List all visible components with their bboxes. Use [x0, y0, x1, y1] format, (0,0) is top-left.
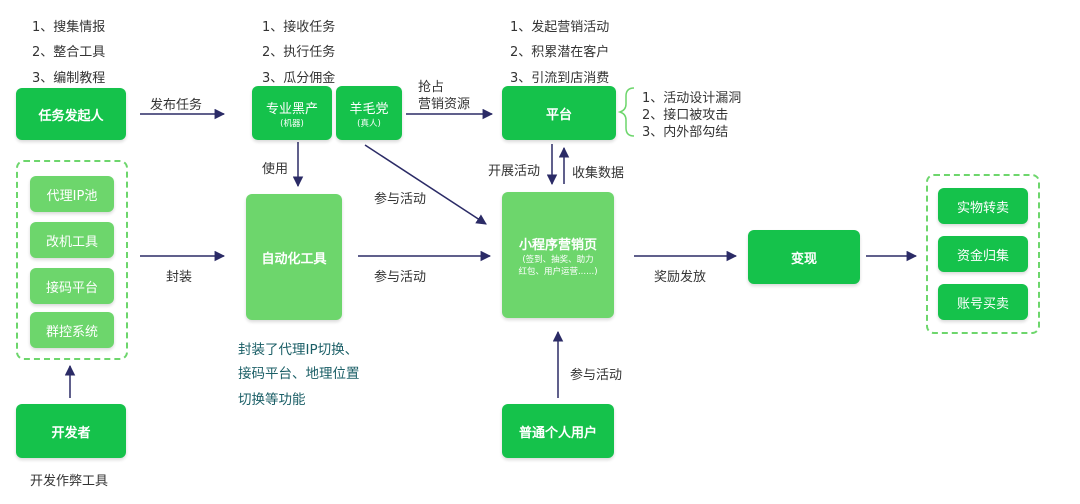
- tool-device-modifier-label: 改机工具: [45, 234, 98, 250]
- platform-label: 平台: [545, 107, 572, 123]
- initiator-note-3: 3、编制教程: [32, 71, 106, 86]
- pro-blackhat-node: 专业黑产 (机器): [252, 86, 332, 140]
- edge-label-grab-1: 抢占: [418, 80, 445, 95]
- edge-label-collect: 收集数据: [572, 166, 625, 181]
- edge-label-launch: 开展活动: [488, 164, 541, 179]
- weakness-brace: [617, 87, 635, 137]
- platform-note-2: 2、积累潜在客户: [510, 45, 610, 60]
- wool-party-node: 羊毛党 (真人): [336, 86, 402, 140]
- workers-note-2: 2、执行任务: [262, 45, 336, 60]
- miniapp-label: 小程序营销页: [518, 237, 597, 253]
- platform-note-1: 1、发起营销活动: [510, 20, 610, 35]
- workers-note-1: 1、接收任务: [262, 20, 336, 35]
- initiator-note-2: 2、整合工具: [32, 45, 106, 60]
- automation-desc-3: 切换等功能: [238, 392, 306, 408]
- tool-proxy-ip-pool: 代理IP池: [30, 176, 114, 212]
- automation-desc-2: 接码平台、地理位置: [238, 366, 360, 382]
- cashout-node: 变现: [748, 230, 860, 284]
- pro-blackhat-sub: (机器): [280, 118, 304, 129]
- platform-weakness-2: 2、接口被攻击: [642, 108, 729, 123]
- edge-label-use: 使用: [262, 162, 289, 177]
- wool-party-label: 羊毛党: [349, 101, 389, 117]
- tool-group-control-label: 群控系统: [45, 324, 98, 340]
- initiator-note-1: 1、搜集情报: [32, 20, 106, 35]
- developer-label: 开发者: [51, 425, 91, 441]
- normal-user-label: 普通个人用户: [518, 425, 597, 441]
- tools-group: [16, 160, 128, 360]
- tool-device-modifier: 改机工具: [30, 222, 114, 258]
- edge-label-grab-2: 营销资源: [418, 97, 471, 112]
- normal-user-node: 普通个人用户: [502, 404, 614, 458]
- tool-proxy-ip-pool-label: 代理IP池: [46, 188, 98, 204]
- outcome-goods-resale-label: 实物转卖: [956, 200, 1009, 216]
- edge-label-join-auto: 参与活动: [374, 270, 427, 285]
- developer-node: 开发者: [16, 404, 126, 458]
- developer-caption: 开发作弊工具: [30, 474, 109, 489]
- pro-blackhat-label: 专业黑产: [265, 101, 318, 117]
- workers-note-3: 3、瓜分佣金: [262, 71, 336, 86]
- initiator-label: 任务发起人: [38, 108, 104, 124]
- edge-label-reward: 奖励发放: [654, 270, 707, 285]
- tool-group-control: 群控系统: [30, 312, 114, 348]
- edge-label-join-diagonal: 参与活动: [374, 192, 427, 207]
- wool-party-sub: (真人): [357, 118, 381, 129]
- outcome-account-trading: 账号买卖: [938, 284, 1028, 320]
- edge-label-wrap: 封装: [166, 270, 193, 285]
- tool-sms-platform-label: 接码平台: [45, 280, 98, 296]
- arrow-join-diagonal: [364, 144, 487, 225]
- initiator-node: 任务发起人: [16, 88, 126, 140]
- outcomes-group: [926, 174, 1040, 334]
- edge-label-join-user: 参与活动: [570, 368, 623, 383]
- outcome-funds-pooling: 资金归集: [938, 236, 1028, 272]
- tool-sms-platform: 接码平台: [30, 268, 114, 304]
- automation-label: 自动化工具: [261, 251, 327, 267]
- automation-node: 自动化工具: [246, 194, 342, 320]
- cashout-label: 变现: [790, 251, 817, 267]
- miniapp-sub-2: 红包、用户运营......): [518, 266, 598, 277]
- outcome-account-trading-label: 账号买卖: [956, 296, 1009, 312]
- miniapp-node: 小程序营销页 (签到、抽奖、助力 红包、用户运营......): [502, 192, 614, 318]
- outcome-funds-pooling-label: 资金归集: [956, 248, 1009, 264]
- outcome-goods-resale: 实物转卖: [938, 188, 1028, 224]
- platform-node: 平台: [502, 86, 616, 140]
- platform-note-3: 3、引流到店消费: [510, 71, 610, 86]
- platform-weakness-3: 3、内外部勾结: [642, 125, 729, 140]
- miniapp-sub-1: (签到、抽奖、助力: [522, 254, 594, 265]
- automation-desc-1: 封装了代理IP切换、: [238, 342, 359, 358]
- edge-label-publish: 发布任务: [150, 98, 203, 113]
- platform-weakness-1: 1、活动设计漏洞: [642, 91, 742, 106]
